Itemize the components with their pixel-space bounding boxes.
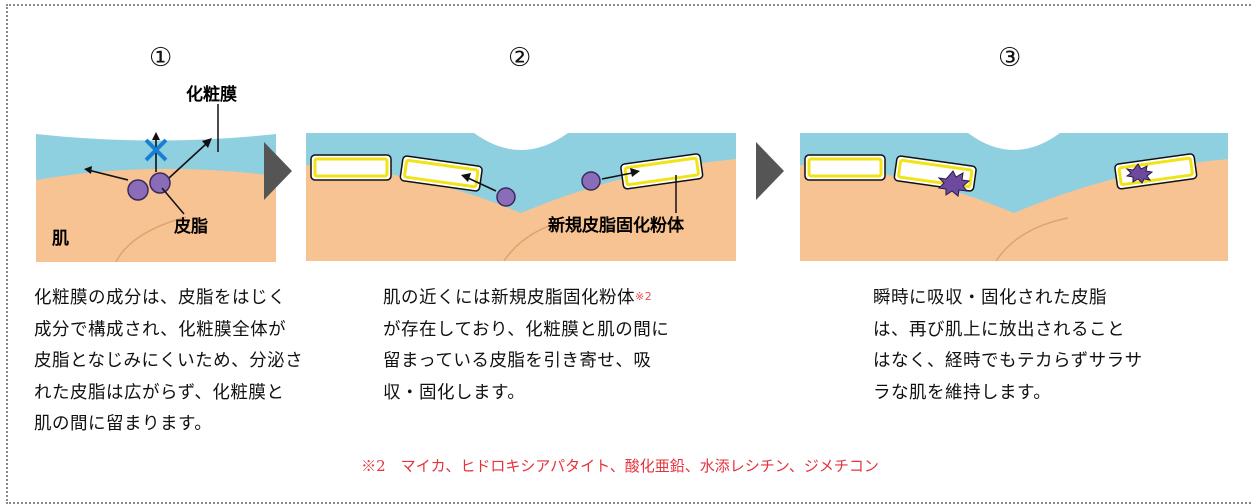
step-number-3: ③ xyxy=(998,43,1022,73)
attraction-arrow xyxy=(601,172,633,180)
label-makeup-film: 化粧膜 xyxy=(186,84,237,105)
diagram-step-3 xyxy=(800,133,1228,261)
skin-layer xyxy=(36,168,276,262)
description-step-3: 瞬時に吸収・固化された皮脂 は、再び肌上に放出されること はなく、経時でもテカら… xyxy=(873,283,1143,409)
description-line: が存在しており、化粧膜と肌の間に xyxy=(383,319,670,340)
description-line: 化粧膜の成分は、皮脂をはじく xyxy=(34,288,286,308)
sebum-solidifying-powder xyxy=(620,153,704,190)
diagram-step-2: 新規皮脂固化粉体 xyxy=(306,133,736,261)
description-line: れた皮脂は広がらず、化粧膜と xyxy=(34,382,285,403)
description-step-2: 肌の近くには新規皮脂固化粉体※2 が存在しており、化粧膜と肌の間に 留まっている… xyxy=(383,283,669,409)
description-line: 瞬時に吸収・固化された皮脂 xyxy=(873,288,1107,308)
solidified-sebum-icon xyxy=(937,170,971,197)
sebum-solidifying-powder xyxy=(399,155,483,192)
attraction-arrow xyxy=(467,177,497,192)
description-line: 収・固化します。 xyxy=(383,382,526,403)
spread-arrow-left xyxy=(87,169,129,181)
step-number-2: ② xyxy=(508,43,532,73)
sebum-droplet xyxy=(149,172,171,194)
solidified-sebum-icon xyxy=(1125,163,1154,184)
step-number-1: ① xyxy=(149,43,173,73)
sebum-droplet xyxy=(496,187,516,207)
description-step-1: 化粧膜の成分は、皮脂をはじく 成分で構成され、化粧膜全体が 皮脂となじみにくいた… xyxy=(34,283,303,441)
description-line: 皮脂となじみにくいため、分泌さ xyxy=(34,351,304,371)
description-line: ラな肌を維持します。 xyxy=(873,382,1052,403)
sebum-droplet xyxy=(127,179,149,201)
description-line: 肌の間に留まります。 xyxy=(34,414,213,434)
sebum-solidifying-powder xyxy=(310,154,392,181)
blocked-x-icon xyxy=(144,138,168,162)
label-powder: 新規皮脂固化粉体 xyxy=(548,215,685,236)
chevron-right-icon xyxy=(264,142,292,200)
footnote: ※2 マイカ、ヒドロキシアパタイト、酸化亜鉛、水添レシチン、ジメチコン xyxy=(361,457,879,475)
diagram-step-1: 化粧膜 皮脂 肌 xyxy=(36,82,276,262)
description-line: は、再び肌上に放出されること xyxy=(873,319,1125,340)
description-line: 成分で構成され、化粧膜全体が xyxy=(34,319,287,340)
chevron-right-icon xyxy=(756,142,784,200)
sebum-droplet xyxy=(581,171,601,191)
label-sebum: 皮脂 xyxy=(174,216,208,237)
sebum-solidifying-powder xyxy=(804,154,886,181)
label-skin: 肌 xyxy=(52,229,69,249)
description-line: 留まっている皮脂を引き寄せ、吸 xyxy=(383,351,652,371)
footnote-marker: ※2 xyxy=(635,290,653,303)
description-line: はなく、経時でもテカらずサラサ xyxy=(873,351,1143,371)
spread-arrow-right xyxy=(168,143,207,179)
description-line: 肌の近くには新規皮脂固化粉体 xyxy=(383,288,635,308)
